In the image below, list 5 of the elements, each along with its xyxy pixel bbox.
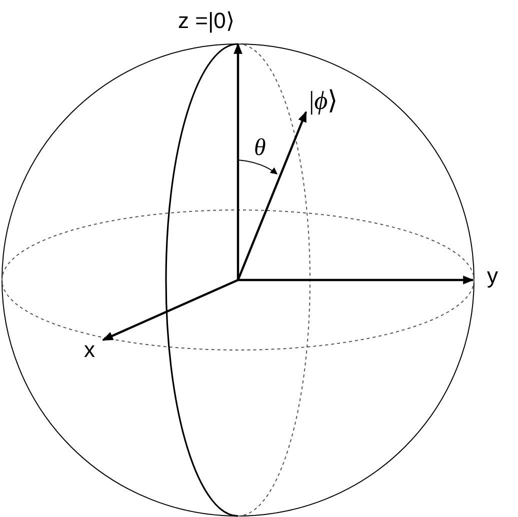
angle-label: θ [254,136,266,160]
axis-label: y [487,265,498,287]
axis-label: z =|0⟩ [178,10,235,32]
state-label: |ϕ⟩ [309,88,338,114]
axis-label: x [84,339,95,361]
